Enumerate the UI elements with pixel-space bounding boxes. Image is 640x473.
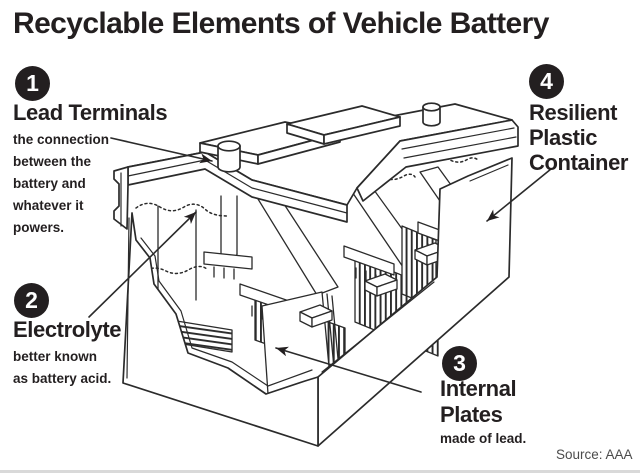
- cell-bridge: [299, 304, 333, 328]
- leader-electrolyte: [88, 211, 197, 318]
- callout-1-description: the connection between the battery and w…: [13, 132, 110, 235]
- lead-terminal-left: [217, 140, 241, 173]
- leader-lines: [88, 137, 552, 393]
- bottom-edge-strip: [0, 470, 640, 473]
- leader-plastic-container: [486, 168, 552, 222]
- battery-lid: [113, 103, 519, 230]
- callout-3-description: made of lead.: [440, 431, 527, 446]
- callout-3-label: Internal Plates: [440, 376, 517, 427]
- callout-3-number-badge: 3: [442, 346, 477, 381]
- container-right-face: [317, 157, 513, 447]
- callout-2-label: Electrolyte: [13, 317, 122, 342]
- callout-1-number-badge: 1: [15, 66, 50, 101]
- leader-internal-plates: [275, 346, 422, 393]
- callout-1-label: Lead Terminals: [13, 100, 168, 125]
- page-title: Recyclable Elements of Vehicle Battery: [13, 7, 549, 40]
- terminal-post: [203, 195, 253, 280]
- lead-terminal-right: [422, 102, 441, 127]
- leader-lead-terminals: [110, 137, 213, 164]
- callout-2-number-badge: 2: [14, 283, 49, 318]
- source-credit: Source: AAA: [556, 447, 633, 462]
- cell-bridge: [364, 273, 398, 297]
- callout-4-number-badge: 4: [529, 64, 564, 99]
- callout-4-label: Resilient Plastic Container: [529, 100, 629, 175]
- plate-strap: [343, 245, 395, 276]
- callout-2-description: better known as battery acid.: [13, 349, 112, 386]
